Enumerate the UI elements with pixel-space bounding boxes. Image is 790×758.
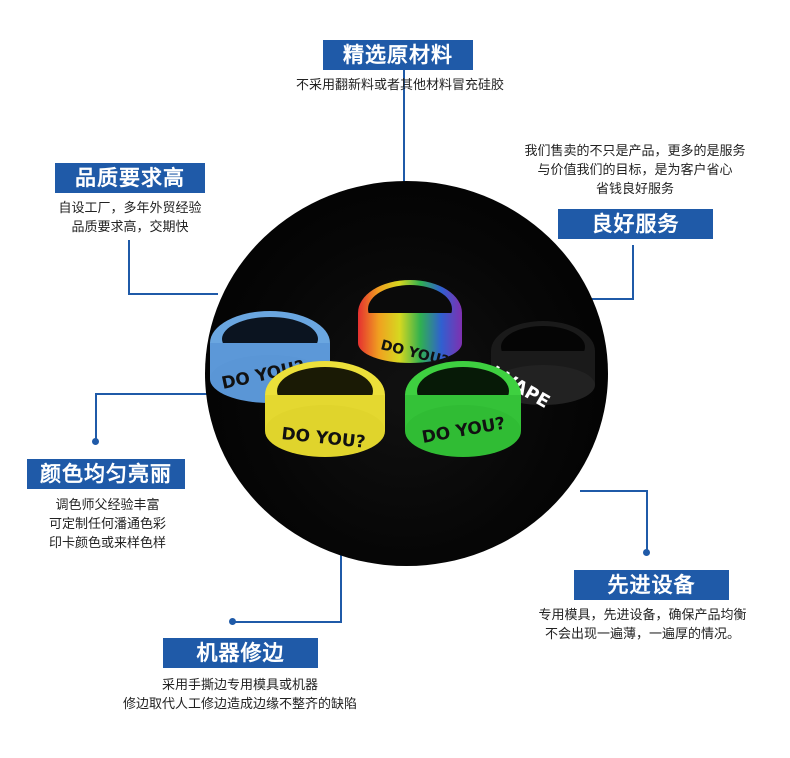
- green-ring: DO YOU?: [405, 361, 521, 457]
- feature-equipment-title: 先进设备: [574, 570, 729, 600]
- feature-color-line: 调色师父经验丰富: [55, 498, 160, 513]
- feature-color-title: 颜色均匀亮丽: [27, 459, 185, 489]
- feature-service-title: 良好服务: [558, 209, 713, 239]
- feature-materials-title: 精选原材料: [323, 40, 473, 70]
- connector-equipment-vertical: [646, 490, 648, 552]
- feature-trimming-line: 修边取代人工修边造成边缘不整齐的缺陷: [122, 697, 357, 712]
- connector-trimming-vertical: [340, 555, 342, 623]
- connector-quality-vertical: [128, 240, 130, 295]
- connector-color-dot: [92, 438, 99, 445]
- feature-service-line: 省钱良好服务: [595, 182, 674, 197]
- yellow-ring: DO YOU?: [265, 361, 385, 457]
- connector-materials: [403, 70, 405, 182]
- feature-quality-title: 品质要求高: [55, 163, 205, 193]
- connector-quality-horizontal: [128, 293, 218, 295]
- feature-quality-line: 自设工厂，多年外贸经验: [58, 201, 202, 216]
- feature-trimming-title: 机器修边: [163, 638, 318, 668]
- blue-ring: DO YOU?: [210, 311, 330, 403]
- silicone-rings-illustration: DO YOU? I-VAPE DO YOU? DO YOU?: [210, 280, 595, 457]
- feature-trimming-line: 采用手撕边专用模具或机器: [161, 678, 318, 693]
- feature-service-line: 与价值我们的目标，是为客户省心: [537, 163, 733, 178]
- connector-equipment-horizontal: [580, 490, 648, 492]
- feature-equipment-description: 专用模具，先进设备，确保产品均衡 不会出现一遍薄，一遍厚的情况。: [500, 606, 785, 644]
- feature-materials-line: 不采用翻新料或者其他材料冒充硅胶: [295, 78, 504, 93]
- feature-color-line: 印卡颜色或来样色样: [48, 536, 166, 551]
- connector-color-horizontal: [95, 393, 207, 395]
- rainbow-ring: DO YOU?: [358, 280, 462, 370]
- feature-service-line: 我们售卖的不只是产品，更多的是服务: [524, 144, 746, 159]
- feature-quality-line: 品质要求高，交期快: [71, 220, 189, 235]
- feature-color-line: 可定制任何潘通色彩: [48, 517, 166, 532]
- connector-trimming-horizontal: [232, 621, 342, 623]
- feature-quality-description: 自设工厂，多年外贸经验 品质要求高，交期快: [20, 199, 240, 237]
- feature-trimming-description: 采用手撕边专用模具或机器 修边取代人工修边造成边缘不整齐的缺陷: [80, 676, 400, 714]
- feature-equipment-line: 专用模具，先进设备，确保产品均衡: [538, 608, 747, 623]
- connector-service-vertical: [632, 245, 634, 300]
- connector-color-vertical: [95, 393, 97, 441]
- feature-color-description: 调色师父经验丰富 可定制任何潘通色彩 印卡颜色或来样色样: [20, 496, 195, 553]
- connector-service-horizontal: [592, 298, 634, 300]
- connector-trimming-dot: [229, 618, 236, 625]
- feature-service-description: 我们售卖的不只是产品，更多的是服务 与价值我们的目标，是为客户省心 省钱良好服务: [485, 142, 785, 199]
- feature-equipment-line: 不会出现一遍薄，一遍厚的情况。: [544, 627, 740, 642]
- feature-materials-description: 不采用翻新料或者其他材料冒充硅胶: [250, 76, 550, 95]
- connector-equipment-dot: [643, 549, 650, 556]
